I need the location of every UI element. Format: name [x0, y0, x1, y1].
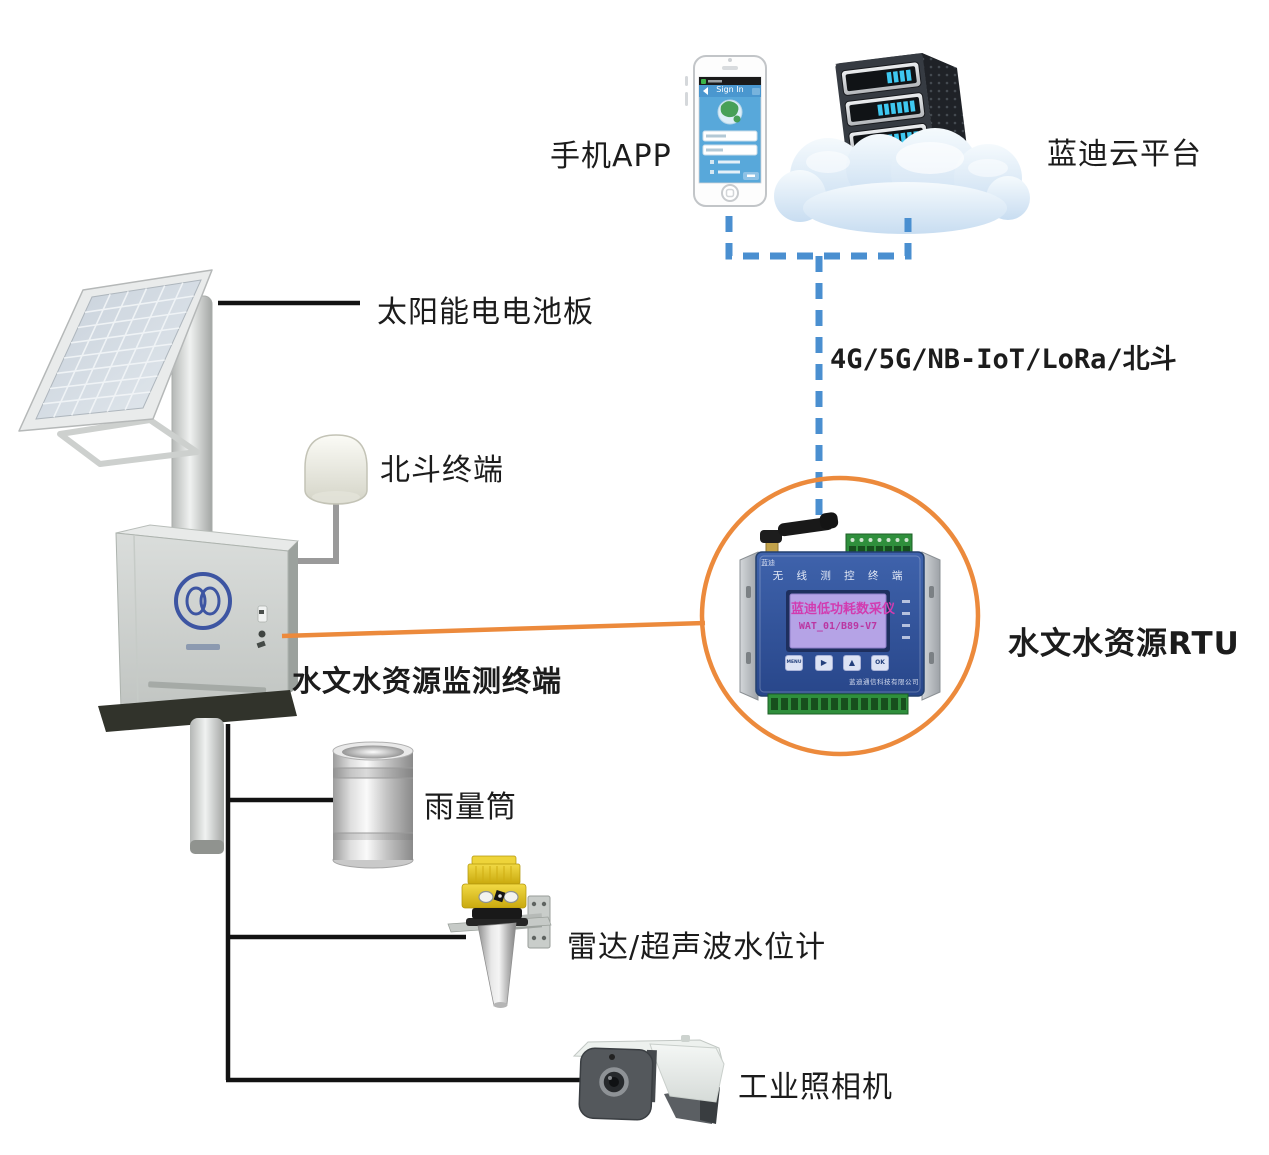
rtu-lcd-screen	[789, 593, 887, 649]
server-cloud-graphic	[774, 53, 1030, 234]
label-rain-gauge: 雨量筒	[424, 790, 517, 825]
solar-panel-graphic	[18, 269, 213, 432]
rain-gauge-graphic	[332, 741, 414, 869]
cabinet-logo-icon	[174, 572, 232, 630]
rtu-right-button: ▶	[815, 655, 833, 671]
beidou-wire	[291, 500, 339, 564]
label-industrial-camera: 工业照相机	[738, 1070, 893, 1105]
label-solar-panel: 太阳能电电池板	[377, 295, 594, 330]
rtu-orange-line	[281, 620, 706, 639]
login-username-field	[702, 130, 758, 142]
rtu-up-button: ▲	[843, 655, 861, 671]
back-arrow-icon	[703, 87, 708, 95]
rtu-company-text: 蓝迪通信科技有限公司	[849, 678, 919, 686]
rtu-highlight-circle	[699, 475, 981, 757]
rtu-header-text: 无 线 测 控 终 端	[772, 570, 908, 582]
rtu-lcd-line1: 蓝迪低功耗数采仪	[791, 602, 896, 617]
radar-horn-cone	[477, 922, 517, 1007]
label-beidou-terminal: 北斗终端	[380, 453, 504, 488]
home-button-icon	[721, 184, 739, 202]
label-rtu: 水文水资源RTU	[1008, 626, 1240, 662]
phone-graphic	[685, 55, 767, 207]
cabinet-graphic	[98, 524, 300, 854]
antenna-icon	[777, 517, 834, 537]
label-monitor-terminal: 水文水资源监测终端	[292, 664, 563, 698]
rtu-lcd-line2: WAT_01/B89-V7	[798, 621, 878, 632]
camera-graphic	[572, 1035, 725, 1124]
solar-pole-graphic	[57, 295, 213, 551]
beidou-dome-icon	[291, 434, 368, 564]
phone-signin-title: Sign In	[716, 85, 744, 94]
label-comm-link: 4G/5G/NB-IoT/LoRa/北斗	[830, 344, 1177, 375]
rtu-menu-button: MENU	[785, 655, 803, 671]
login-password-field	[702, 144, 758, 156]
radar-gauge-graphic	[447, 855, 552, 1008]
label-phone-app: 手机APP	[550, 139, 672, 174]
rtu-brand-text: 蓝迪	[761, 559, 775, 567]
label-cloud-platform: 蓝迪云平台	[1047, 137, 1202, 172]
cloud-icon	[774, 128, 1030, 234]
rtu-ok-button: OK	[871, 655, 889, 671]
sensor-tree-lines	[225, 724, 583, 1083]
label-radar-level-gauge: 雷达/超声波水位计	[567, 930, 827, 965]
